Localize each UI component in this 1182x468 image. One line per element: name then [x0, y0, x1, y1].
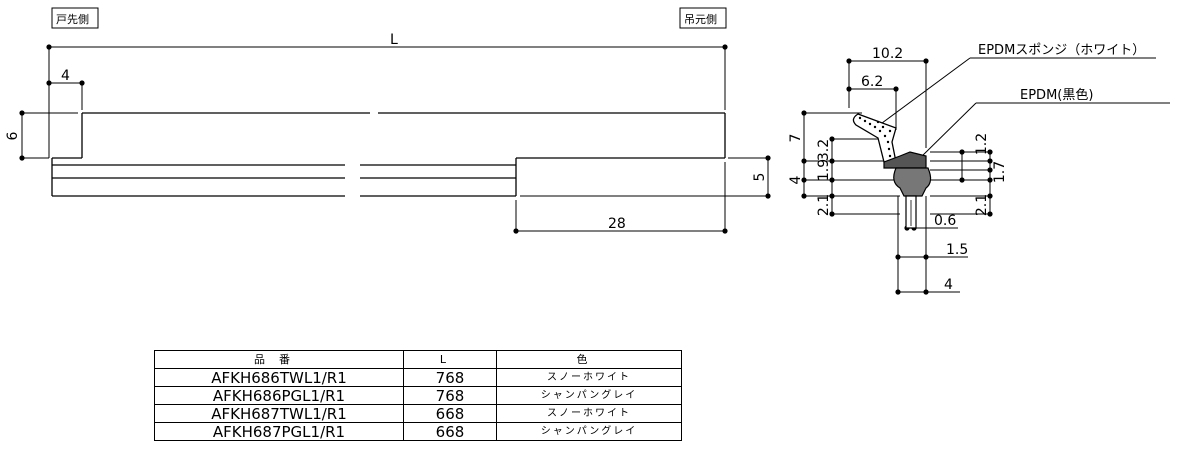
dim-1-2: 1.2 [974, 133, 990, 155]
part-number: AFKH686TWL1/R1 [154, 368, 404, 387]
length-value: 768 [403, 368, 497, 387]
table-header-row: 品番 L 色 [154, 350, 682, 369]
dim-4-top: 4 [61, 68, 70, 84]
part-number: AFKH686PGL1/R1 [154, 386, 404, 405]
dim-7: 7 [788, 134, 804, 143]
length-value: 768 [403, 386, 497, 405]
dim-length-L: L [390, 32, 398, 48]
hanging-side-label: 吊元側 [684, 13, 717, 26]
dim-3-2: 3.2 [816, 139, 832, 161]
dim-6-2: 6.2 [861, 74, 883, 90]
spec-table: 品番 L 色 AFKH686TWL1/R1 768 スノーホワイト AFKH68… [154, 350, 682, 441]
dim-1-5: 1.5 [946, 242, 968, 258]
dim-0-6: 0.6 [934, 213, 956, 229]
table-row: AFKH686PGL1/R1 768 シャンパングレイ [154, 386, 682, 405]
header-length: L [403, 350, 497, 369]
color-value: スノーホワイト [496, 368, 682, 387]
header-part-number: 品番 [154, 350, 404, 369]
dim-4-bottom: 4 [944, 277, 953, 293]
dim-10-2: 10.2 [872, 46, 903, 62]
part-number: AFKH687PGL1/R1 [154, 422, 404, 441]
material-black-label: EPDM(黒色) [1020, 87, 1093, 103]
material-sponge-label: EPDMスポンジ（ホワイト） [978, 43, 1145, 58]
dim-1-7: 1.7 [992, 161, 1008, 183]
color-value: シャンパングレイ [496, 386, 682, 405]
table-row: AFKH687PGL1/R1 668 シャンパングレイ [154, 422, 682, 441]
table-row: AFKH687TWL1/R1 668 スノーホワイト [154, 404, 682, 423]
length-value: 668 [403, 404, 497, 423]
dim-2-1-left: 2.1 [816, 194, 832, 216]
dim-2-1-right: 2.1 [974, 194, 990, 216]
seal-cross-section [852, 113, 932, 229]
dim-1-9: 1.9 [816, 159, 832, 181]
length-value: 668 [403, 422, 497, 441]
dim-6: 6 [5, 131, 21, 140]
part-number: AFKH687TWL1/R1 [154, 404, 404, 423]
dim-4-left: 4 [788, 175, 804, 184]
header-color: 色 [496, 350, 682, 369]
dim-28: 28 [608, 216, 626, 232]
table-row: AFKH686TWL1/R1 768 スノーホワイト [154, 368, 682, 387]
color-value: シャンパングレイ [496, 422, 682, 441]
door-tip-side-label: 戸先側 [56, 13, 89, 26]
dim-5: 5 [752, 173, 768, 182]
color-value: スノーホワイト [496, 404, 682, 423]
